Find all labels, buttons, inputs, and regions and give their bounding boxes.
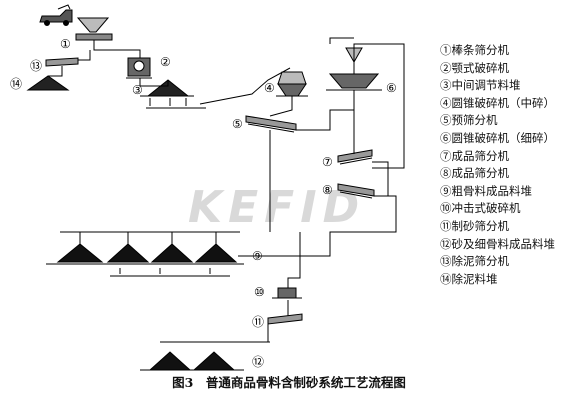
node-label-10: ⑩ bbox=[254, 285, 265, 299]
legend-label: 制砂筛分机 bbox=[451, 218, 510, 233]
node-label-1: ① bbox=[60, 37, 71, 51]
cone-crusher-4 bbox=[276, 71, 308, 97]
legend-item: ⑦成品筛分机 bbox=[440, 148, 576, 166]
legend-number: ② bbox=[440, 60, 452, 75]
node-label-13: ⑬ bbox=[30, 59, 42, 73]
desliming-screen-13 bbox=[45, 57, 79, 67]
legend-number: ⑪ bbox=[440, 218, 452, 233]
node-label-2: ② bbox=[160, 55, 171, 69]
node-label-4: ④ bbox=[264, 81, 275, 95]
watermark: KEFID bbox=[188, 182, 366, 233]
product-screen-7 bbox=[337, 149, 373, 165]
legend-label: 颚式破碎机 bbox=[451, 60, 510, 75]
legend-label: 圆锥破碎机（细碎） bbox=[451, 130, 556, 145]
legend-item: ⑨粗骨料成品料堆 bbox=[440, 183, 576, 201]
legend-number: ⑧ bbox=[440, 166, 452, 181]
legend-label: 成品筛分机 bbox=[451, 148, 510, 163]
impact-crusher-10 bbox=[272, 287, 302, 299]
legend-label: 中间调节料堆 bbox=[451, 78, 521, 93]
legend-number: ⑨ bbox=[440, 183, 452, 198]
dump-truck-icon bbox=[39, 4, 73, 26]
legend-number: ③ bbox=[440, 78, 452, 93]
coarse-aggregate-piles-9 bbox=[46, 231, 244, 277]
node-label-5: ⑤ bbox=[232, 117, 243, 131]
legend-label: 成品筛分机 bbox=[451, 166, 510, 181]
node-label-8: ⑧ bbox=[322, 183, 333, 197]
node-label-6: ⑥ bbox=[386, 81, 397, 95]
legend-number: ⑤ bbox=[440, 113, 452, 128]
legend-label: 粗骨料成品料堆 bbox=[451, 183, 533, 198]
legend-item: ⑥圆锥破碎机（细碎） bbox=[440, 130, 576, 148]
legend-label: 圆锥破碎机（中碎） bbox=[451, 95, 556, 110]
legend-item: ⑫砂及细骨料成品料堆 bbox=[440, 236, 576, 254]
legend-item: ⑩冲击式破碎机 bbox=[440, 200, 576, 218]
legend-label: 冲击式破碎机 bbox=[451, 201, 521, 216]
legend-item: ⑬除泥筛分机 bbox=[440, 253, 576, 271]
legend-number: ① bbox=[440, 43, 452, 57]
legend-label: 除泥料堆 bbox=[451, 271, 498, 286]
legend-number: ⑩ bbox=[440, 201, 452, 216]
product-screen-8 bbox=[337, 183, 375, 199]
legend-label: 预筛分机 bbox=[451, 113, 498, 128]
node-label-12: ⑫ bbox=[252, 355, 264, 369]
legend-item: ⑭除泥料堆 bbox=[440, 271, 576, 289]
legend-item: ⑤预筛分机 bbox=[440, 112, 576, 130]
legend-item: ②颚式破碎机 bbox=[440, 60, 576, 78]
legend-number: ⑫ bbox=[440, 236, 452, 251]
node-label-3: ③ bbox=[132, 83, 143, 97]
legend-number: ⑬ bbox=[440, 254, 452, 269]
sand-piles-12 bbox=[140, 341, 270, 371]
jaw-crusher-2 bbox=[126, 57, 152, 79]
figure-caption: 图3 普通商品骨料含制砂系统工艺流程图 bbox=[172, 375, 406, 390]
legend-item: ①棒条筛分机 bbox=[440, 42, 576, 60]
conveyor-lines bbox=[48, 37, 405, 342]
mud-pile-14 bbox=[26, 75, 70, 91]
node-label-7: ⑦ bbox=[322, 155, 333, 169]
legend-number: ⑭ bbox=[440, 271, 452, 286]
intermediate-stockpile-3 bbox=[140, 79, 206, 109]
node-label-11: ⑪ bbox=[252, 315, 264, 329]
legend-item: ⑪制砂筛分机 bbox=[440, 218, 576, 236]
legend-number: ⑥ bbox=[440, 130, 452, 145]
legend-item: ④圆锥破碎机（中碎） bbox=[440, 95, 576, 113]
legend-item: ③中间调节料堆 bbox=[440, 77, 576, 95]
legend-label: 棒条筛分机 bbox=[451, 43, 510, 57]
bar-screen-1 bbox=[75, 17, 113, 41]
legend-number: ⑦ bbox=[440, 148, 452, 163]
sand-screen-11 bbox=[267, 313, 303, 325]
legend-item: ⑧成品筛分机 bbox=[440, 165, 576, 183]
node-label-14: ⑭ bbox=[10, 77, 22, 91]
node-label-9: ⑨ bbox=[252, 249, 263, 263]
legend-label: 除泥筛分机 bbox=[451, 254, 510, 269]
pre-screen-5 bbox=[245, 115, 297, 133]
legend-label: 砂及细骨料成品料堆 bbox=[451, 236, 556, 251]
legend-number: ④ bbox=[440, 95, 452, 110]
